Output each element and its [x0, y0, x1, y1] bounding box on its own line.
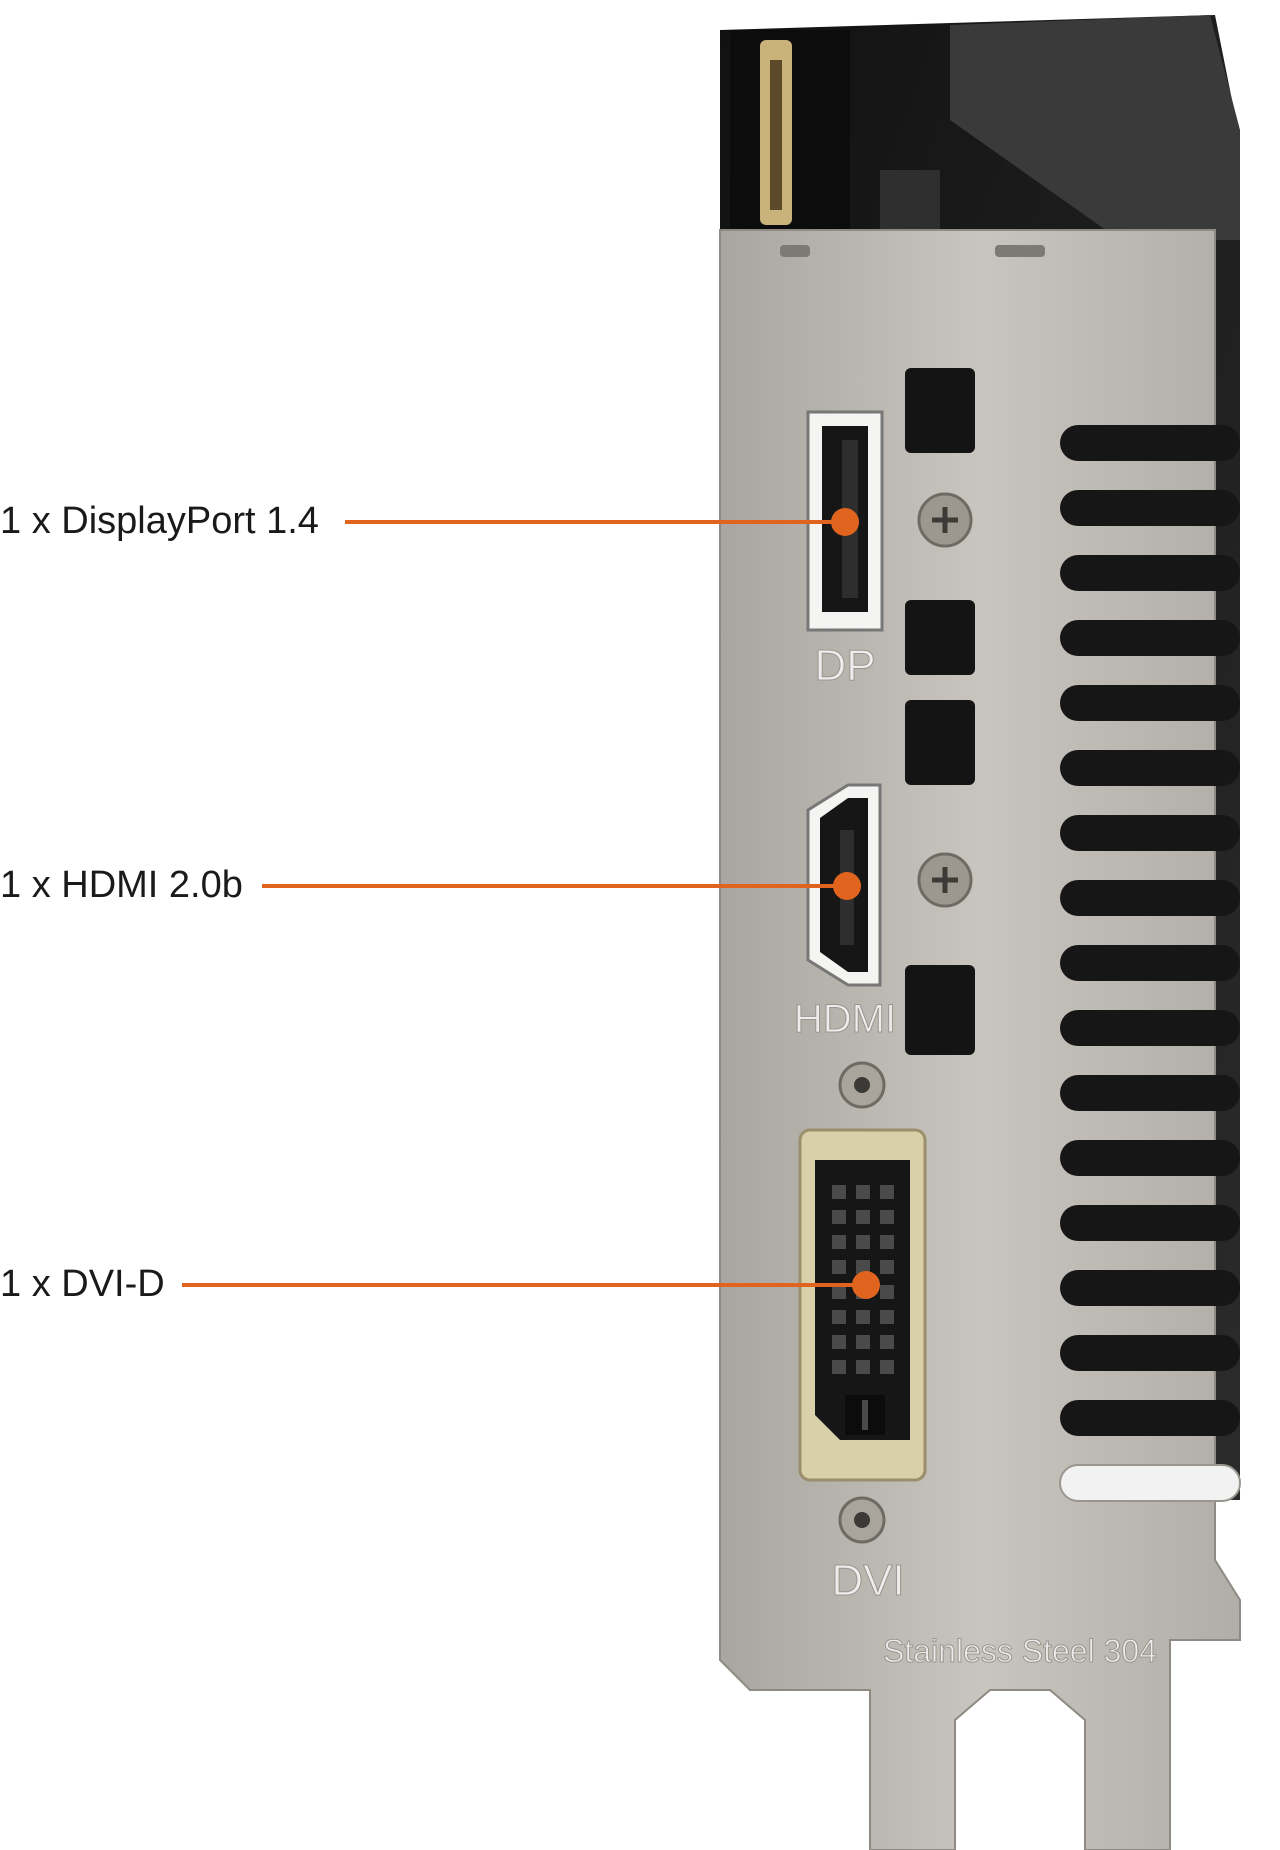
- callout-label-displayport: 1 x DisplayPort 1.4: [0, 500, 319, 542]
- callout-line-dvi: [182, 1283, 864, 1287]
- callout-dot-hdmi: [833, 872, 861, 900]
- callout-line-displayport: [345, 520, 845, 524]
- dvi-engraving: DVI: [831, 1556, 904, 1605]
- callout-dot-displayport: [831, 508, 859, 536]
- callout-dot-dvi: [852, 1271, 880, 1299]
- callout-label-hdmi: 1 x HDMI 2.0b: [0, 864, 243, 906]
- hdmi-engraving: HDMI: [794, 997, 896, 1041]
- stainless-steel-engraving: Stainless Steel 304: [883, 1633, 1157, 1669]
- bracket-screws: [838, 492, 973, 1544]
- dvi-connector: [798, 1128, 927, 1482]
- vent-slots: [1059, 425, 1241, 1502]
- callout-line-hdmi: [262, 884, 847, 888]
- bracket-cutouts: [905, 368, 975, 1055]
- dp-engraving: DP: [814, 641, 875, 690]
- callout-label-dvi: 1 x DVI-D: [0, 1263, 165, 1305]
